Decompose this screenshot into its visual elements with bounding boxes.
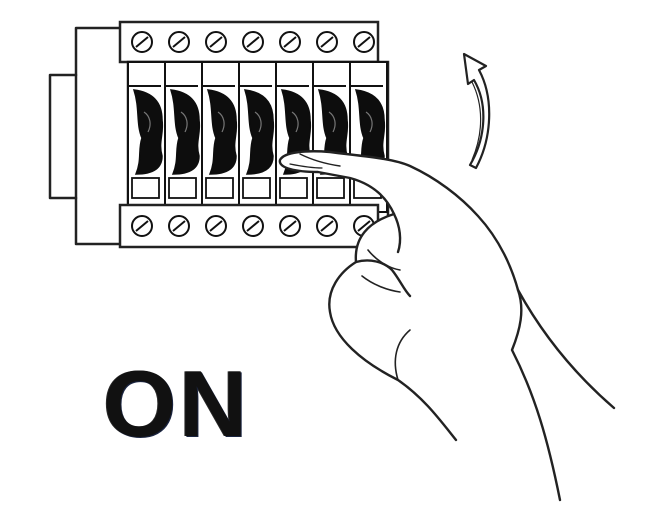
terminal-screw <box>132 32 152 52</box>
breaker-switch[interactable] <box>239 62 276 212</box>
terminal-screw <box>280 216 300 236</box>
terminal-screw <box>206 32 226 52</box>
breaker-switch[interactable] <box>128 62 165 212</box>
terminal-screw <box>354 32 374 52</box>
enclosure-outline <box>76 28 120 244</box>
breaker-switch[interactable] <box>276 62 313 212</box>
terminal-screw <box>169 32 189 52</box>
upward-arrow-icon <box>464 54 489 168</box>
breaker-row <box>128 62 387 212</box>
terminal-screw <box>132 216 152 236</box>
breaker-switch[interactable] <box>202 62 239 212</box>
terminal-screw <box>206 216 226 236</box>
enclosure-tab <box>50 75 76 198</box>
terminal-screw <box>169 216 189 236</box>
breaker-switch[interactable] <box>313 62 350 212</box>
terminal-screw <box>280 32 300 52</box>
terminal-screw <box>243 32 263 52</box>
breaker-switch[interactable] <box>165 62 202 212</box>
terminal-screw <box>317 32 337 52</box>
state-label: ON <box>103 357 250 451</box>
terminal-screw <box>317 216 337 236</box>
terminal-screw <box>243 216 263 236</box>
